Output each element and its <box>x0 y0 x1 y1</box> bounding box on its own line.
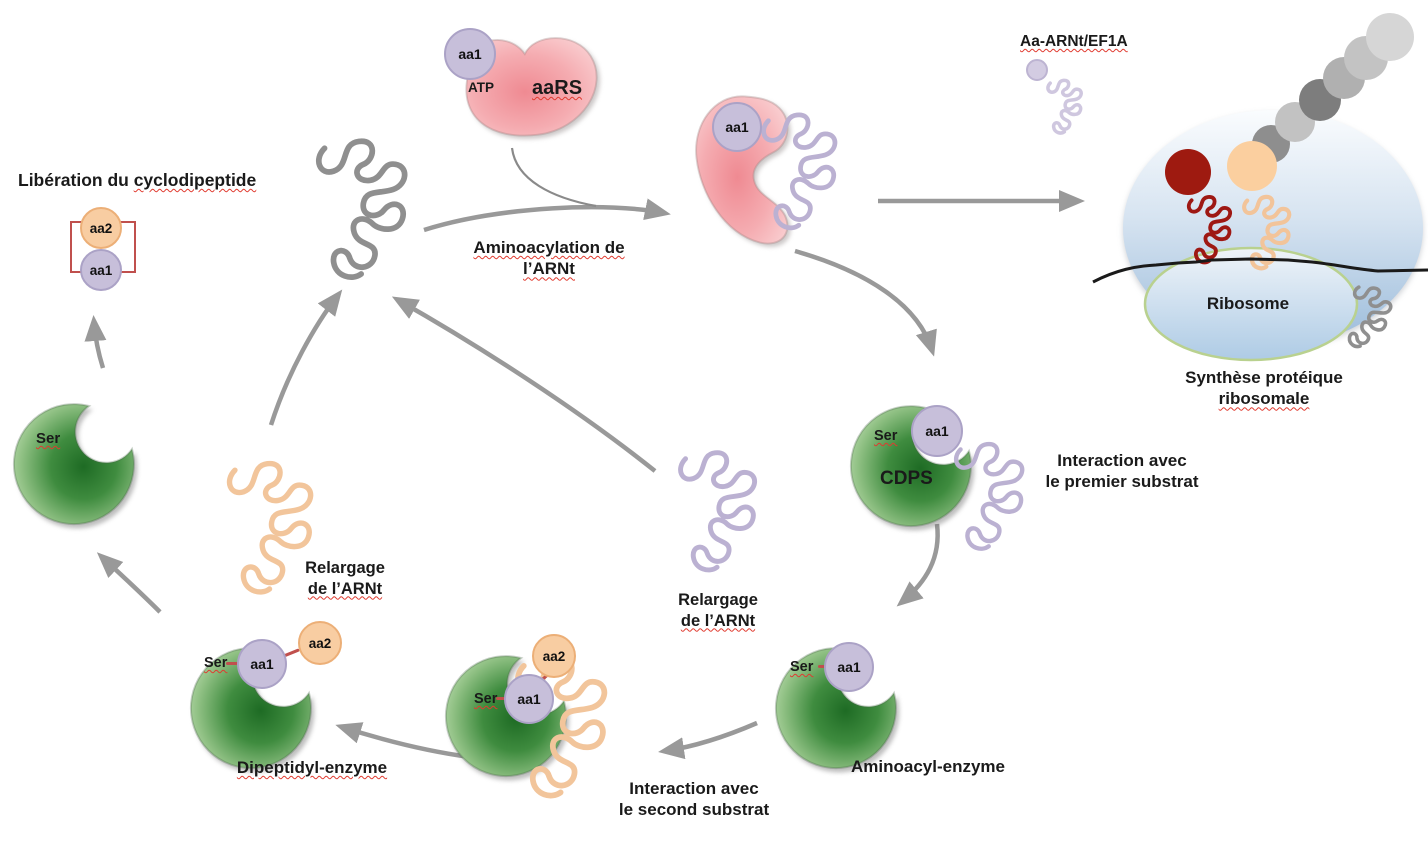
caption-line: Relargage <box>678 591 758 609</box>
aa1-circle-cdps: aa1 <box>911 405 963 457</box>
aars-connector-line <box>510 147 597 208</box>
ser-label-second: Ser <box>474 691 498 707</box>
ser-aa1-bond <box>496 697 510 700</box>
a-site-amino-acid <box>1227 141 1277 191</box>
aa2-label: aa2 <box>308 635 332 651</box>
caption-line: le premier substrat <box>1045 472 1199 492</box>
arrow-cdps-to-aminoacyl <box>896 523 940 607</box>
aa1-label: aa1 <box>725 119 749 135</box>
caption-line: Aminoacylation de <box>473 238 625 257</box>
arrow-lavtrna-to-graytrna <box>391 296 657 473</box>
aa1-circle-aminoacyl: aa1 <box>824 642 874 692</box>
arrow-orangetrna-to-graytrna <box>268 289 343 426</box>
caption-line: le second substrat <box>618 800 770 820</box>
title-word: cyclodipeptide <box>133 170 257 190</box>
ribosome-label: Ribosome <box>1206 294 1290 313</box>
aa1-circle-aars: aa1 <box>444 28 496 80</box>
aminoacyl-enzyme-caption: Aminoacyl-enzyme <box>851 757 1005 776</box>
second-substrate-caption: Interaction avec le second substrat <box>619 778 769 821</box>
synthese-caption: Synthèse protéique ribosomale <box>1185 367 1343 410</box>
aa2-label: aa2 <box>542 648 566 664</box>
arrow-pink-to-cdps <box>794 248 937 357</box>
aa2-circle-cyclo: aa2 <box>80 207 122 249</box>
ser-label-cdps: Ser <box>874 428 898 444</box>
aa2-circle-dipeptidyl: aa2 <box>298 621 342 665</box>
aars-enzyme <box>465 37 598 137</box>
aa2-label: aa2 <box>89 220 113 236</box>
liberation-title: Libération du cyclodipeptide <box>18 170 256 192</box>
aa1-label: aa1 <box>250 656 274 672</box>
aa1-circle-charged: aa1 <box>712 102 762 152</box>
ser-aa1-bond <box>226 662 240 665</box>
aa1-label: aa1 <box>458 46 482 62</box>
aars-label: aaRS <box>532 77 583 99</box>
aa1-circle-second: aa1 <box>504 674 554 724</box>
caption-line: de l’ARNt <box>307 579 383 598</box>
caption-line: Interaction avec <box>629 779 759 798</box>
first-substrate-caption: Interaction avec le premier substrat <box>1045 450 1198 493</box>
p-site-amino-acid <box>1165 149 1211 195</box>
arrow-aminoacylation <box>423 198 671 233</box>
caption-line: l’ARNt <box>523 259 575 279</box>
ser-label-dipeptidyl: Ser <box>204 655 228 671</box>
aa1-circle-cyclo: aa1 <box>80 249 122 291</box>
aa1-label: aa1 <box>89 262 113 278</box>
ribosome-small-subunit <box>1143 246 1359 362</box>
caption-line: Synthèse protéique <box>1185 368 1343 387</box>
mrna-line <box>1092 257 1428 284</box>
arrow-free-to-cyclodipeptide <box>84 315 107 369</box>
caption-line: ribosomale <box>1218 389 1310 409</box>
ser-label-aminoacyl: Ser <box>790 659 814 675</box>
ser-label-free: Ser <box>36 430 61 447</box>
dipeptidyl-enzyme-caption: Dipeptidyl-enzyme <box>236 758 388 777</box>
caption-line: de l’ARNt <box>680 611 756 630</box>
aa-arnt-ef1a-label: Aa-ARNt/EF1A <box>1020 33 1128 50</box>
title-prefix: Libération du <box>18 170 134 190</box>
atp-label: ATP <box>468 80 494 95</box>
arrow-dipeptidyl-to-free <box>96 552 162 614</box>
aminoacylation-caption: Aminoacylation de l’ARNt <box>473 237 624 280</box>
arrow-aminoacyl-to-second <box>658 720 758 760</box>
ef1a-amino-acid <box>1026 59 1048 81</box>
aa1-label: aa1 <box>925 423 949 439</box>
aa2-circle-second: aa2 <box>532 634 576 678</box>
aa1-label: aa1 <box>517 691 541 707</box>
aa1-label: aa1 <box>837 659 861 675</box>
aa1-circle-dipeptidyl: aa1 <box>237 639 287 689</box>
relargage-middle-caption: Relargage de l’ARNt <box>678 590 758 631</box>
peptide-chain-residue <box>1366 13 1414 61</box>
relargage-left-caption: Relargage de l’ARNt <box>305 558 385 599</box>
caption-line: Interaction avec <box>1057 451 1187 470</box>
arrow-second-to-dipeptidyl <box>335 722 471 760</box>
caption-line: Relargage <box>305 559 385 577</box>
cdps-label: CDPS <box>880 468 933 489</box>
